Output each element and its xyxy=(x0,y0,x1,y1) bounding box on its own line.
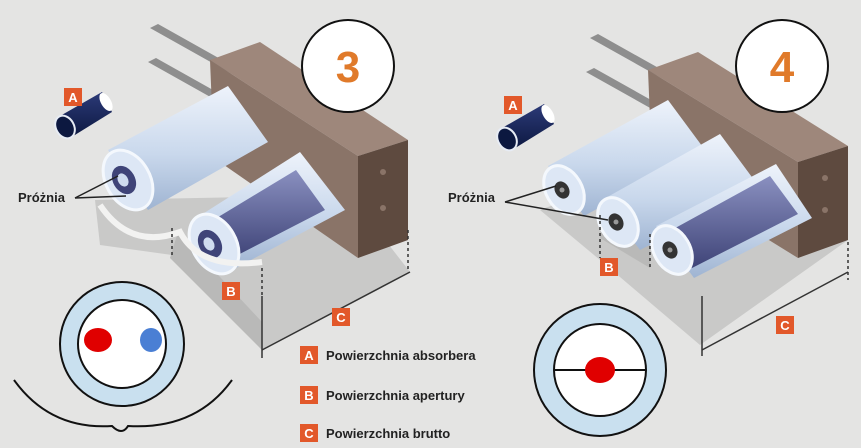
marker-c: C xyxy=(780,318,790,333)
cross-section-4 xyxy=(533,303,667,437)
absorber-pipe-icon xyxy=(496,104,555,152)
vacuum-tube xyxy=(596,134,760,250)
reflector-profile xyxy=(13,379,233,432)
vacuum-label: Próżnia xyxy=(448,190,496,205)
marker-b-box xyxy=(222,282,240,300)
panel-3: 3 A B C Próżnia xyxy=(13,19,411,432)
marker-b-box xyxy=(600,258,618,276)
legend-text: Powierzchnia absorbera xyxy=(326,348,476,363)
marker-c-box xyxy=(332,308,350,326)
panel-number-badge xyxy=(735,19,829,113)
reflector-edge xyxy=(97,203,263,267)
vacuum-tube xyxy=(187,152,345,276)
marker-a: A xyxy=(68,90,78,105)
manifold-side xyxy=(358,140,408,258)
absorber-pipe-icon xyxy=(54,92,113,140)
hot-fluid-dot xyxy=(585,357,615,383)
marker-a: A xyxy=(508,98,518,113)
vacuum-tube xyxy=(650,164,812,278)
aperture-area-shade xyxy=(170,232,262,350)
screw-icon xyxy=(822,207,828,213)
vacuum-pointer xyxy=(504,185,557,203)
marker-c: C xyxy=(336,310,346,325)
marker-b: B xyxy=(226,284,235,299)
vacuum-pointer xyxy=(74,195,127,199)
panel-4: 4 A B C Próżnia xyxy=(448,19,849,437)
hot-fluid-dot xyxy=(84,328,112,352)
marker-a-box xyxy=(64,88,82,106)
marker-b: B xyxy=(604,260,613,275)
legend-item-c: C Powierzchnia brutto xyxy=(300,424,450,442)
vacuum-label: Próżnia xyxy=(18,190,66,205)
vacuum-pointer xyxy=(504,201,609,221)
manifold-side xyxy=(798,146,848,258)
gross-dimension-line xyxy=(701,271,849,351)
vacuum-pointer xyxy=(74,175,119,199)
legend-letter: B xyxy=(304,388,313,403)
vacuum-tube xyxy=(542,100,705,216)
cold-fluid-dot xyxy=(140,328,162,352)
legend-letter: A xyxy=(304,348,314,363)
panel-number: 3 xyxy=(336,43,360,92)
legend-marker-box xyxy=(300,346,318,364)
panel-number-badge xyxy=(301,19,395,113)
panel-number: 4 xyxy=(770,43,795,92)
legend-marker-box xyxy=(300,386,318,404)
manifold-top xyxy=(210,42,408,156)
manifold-top xyxy=(648,52,848,162)
screw-icon xyxy=(380,169,386,175)
marker-c-box xyxy=(776,316,794,334)
legend-item-a: A Powierzchnia absorbera xyxy=(300,346,476,364)
screw-icon xyxy=(822,175,828,181)
marker-a-box xyxy=(504,96,522,114)
legend-letter: C xyxy=(304,426,314,441)
cross-section-3 xyxy=(13,281,233,432)
screw-icon xyxy=(380,205,386,211)
vacuum-tube xyxy=(101,86,268,212)
legend-marker-box xyxy=(300,424,318,442)
legend: A Powierzchnia absorbera B Powierzchnia … xyxy=(300,346,476,442)
legend-text: Powierzchnia brutto xyxy=(326,426,450,441)
legend-item-b: B Powierzchnia apertury xyxy=(300,386,465,404)
legend-text: Powierzchnia apertury xyxy=(326,388,465,403)
